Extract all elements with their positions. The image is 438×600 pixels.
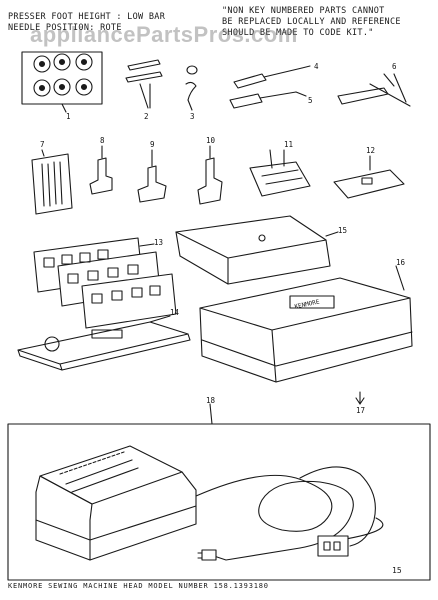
- note-line-2: BE REPLACED LOCALLY AND REFERENCE: [222, 17, 401, 27]
- callout-10: 10: [206, 136, 216, 145]
- arrow-part-17: [355, 391, 365, 405]
- callout-11: 11: [284, 140, 294, 149]
- callout-1: 1: [66, 112, 71, 121]
- screwdriver-part-4: [233, 65, 311, 89]
- accessory-tray-part-14: [17, 315, 191, 371]
- bobbins-part-1: [21, 51, 103, 113]
- screwdriver-part-3: [229, 91, 307, 109]
- pattern-cams-part-13: [33, 237, 177, 329]
- zipper-foot-part-10: [197, 145, 223, 205]
- model-number-footer: KENMORE SEWING MACHINE HEAD MODEL NUMBER…: [8, 582, 269, 590]
- callout-12: 12: [366, 146, 376, 155]
- spring-part-3: [185, 65, 198, 111]
- callout-6: 6: [392, 62, 397, 71]
- needle-position-text: NEEDLE POSITION: ROTE: [8, 23, 122, 33]
- note-line-3: SHOULD BE MADE TO CODE KIT.": [222, 28, 374, 38]
- callout-14: 14: [170, 308, 180, 317]
- buttonhole-foot-part-11: [249, 149, 311, 197]
- spool-pins-part-2: [125, 59, 163, 109]
- foot-control-panel: [7, 423, 431, 581]
- callout-9: 9: [150, 140, 155, 149]
- presser-foot-part-9: [137, 149, 167, 203]
- power-cord: [195, 466, 384, 561]
- watermark: appliancePartsPros.com: [30, 22, 298, 47]
- presser-foot-height-text: PRESSER FOOT HEIGHT : LOW BAR: [8, 12, 166, 22]
- callout-16: 16: [396, 258, 406, 267]
- carrying-case-part-16: [199, 265, 413, 383]
- callout-18: 18: [206, 396, 216, 405]
- presser-foot-note: PRESSER FOOT HEIGHT : LOW BAR NEEDLE POS…: [8, 12, 198, 34]
- attachment-box-part-15: [175, 215, 339, 285]
- callout-17: 17: [356, 406, 366, 415]
- note-line-1: "NON KEY NUMBERED PARTS CANNOT: [222, 6, 385, 16]
- oil-tube-part-6: [337, 73, 411, 107]
- callout-5: 5: [308, 96, 313, 105]
- callout-7: 7: [40, 140, 45, 149]
- callout-2: 2: [144, 112, 149, 121]
- non-key-parts-note: "NON KEY NUMBERED PARTS CANNOT BE REPLAC…: [222, 6, 434, 39]
- page-number: 15: [392, 566, 402, 575]
- needle-pack-part-7: [31, 149, 73, 215]
- throat-plate-part-12: [333, 155, 405, 199]
- callout-13: 13: [154, 238, 164, 247]
- callout-3: 3: [190, 112, 195, 121]
- foot-control-pedal: [35, 445, 197, 561]
- callout-8: 8: [100, 136, 105, 145]
- callout-4: 4: [314, 62, 319, 71]
- callout-15: 15: [338, 226, 348, 235]
- presser-foot-part-8: [89, 145, 113, 195]
